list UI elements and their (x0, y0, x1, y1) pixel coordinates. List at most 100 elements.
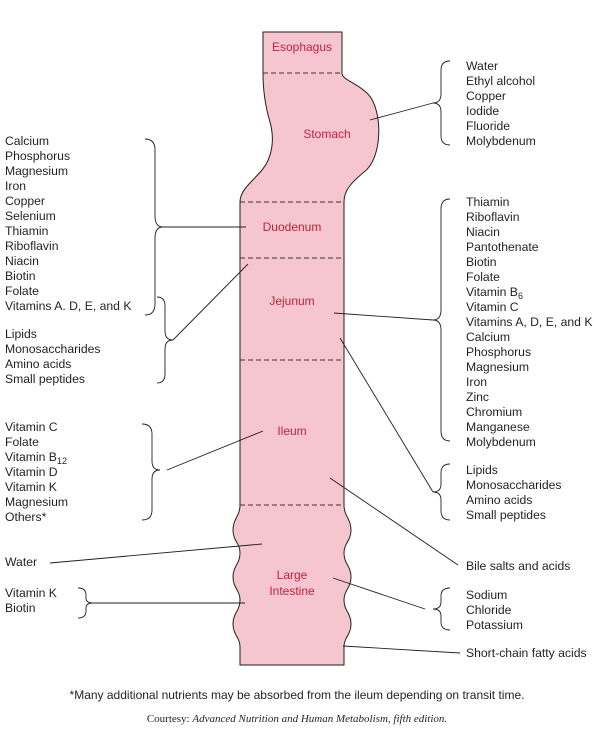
stomach-brace (432, 60, 451, 146)
subscript: 6 (518, 291, 523, 301)
list-item: Folate (5, 284, 39, 298)
courtesy-source-title: Advanced Nutrition and Human Metabolism,… (191, 713, 447, 725)
jejunum-brace (432, 198, 451, 442)
ileum-nutrient-group: Vitamin C Folate Vitamin B12 Vitamin D V… (5, 420, 264, 524)
list-item: Copper (466, 89, 506, 103)
list-item: Iron (466, 375, 487, 389)
list-item: Magnesium (5, 164, 68, 178)
jejunum-macronutrient-list: Lipids Monosaccharides Amino acids Small… (466, 463, 565, 522)
stomach-callout-line (369, 102, 434, 121)
list-item: Iron (5, 179, 26, 193)
list-item: Selenium (5, 209, 56, 223)
large-intestine-vitamin-group: Vitamin K Biotin (5, 586, 245, 619)
list-item: Riboflavin (466, 210, 520, 224)
jejunum-nutrient-group: Thiamin Riboflavin Niacin Pantothenate B… (333, 195, 594, 449)
list-item: Folate (466, 270, 500, 284)
large-intestine-water-callout-line (49, 543, 263, 564)
list-item: Sodium (466, 588, 507, 602)
duodenum-label: Duodenum (263, 220, 322, 234)
duodenum-nutrient-group: Calcium Phosphorus Magnesium Iron Copper… (5, 134, 246, 316)
list-item: Molybdenum (466, 134, 536, 148)
list-item: Biotin (466, 255, 497, 269)
list-item: Vitamin K (5, 480, 57, 494)
large-intestine-label-line1: Large (277, 568, 308, 582)
large-intestine-electrolyte-brace (432, 587, 451, 631)
list-item: Molybdenum (466, 435, 536, 449)
list-item: Fluoride (466, 119, 510, 133)
esophagus-label: Esophagus (272, 40, 332, 54)
list-item: Chromium (466, 405, 522, 419)
proximal-macronutrient-brace (156, 296, 174, 384)
tract-outline (232, 31, 380, 666)
short-chain-text: Short-chain fatty acids (466, 646, 587, 660)
list-item: Lipids (5, 327, 37, 341)
ileum-brace (141, 423, 161, 521)
list-item: Amino acids (466, 493, 532, 507)
large-intestine-electrolyte-callout-line (332, 577, 426, 610)
list-item: Biotin (5, 601, 36, 615)
digestive-tract: Esophagus Stomach Duodenum Jejunum Ileum… (232, 31, 380, 666)
list-item: Iodide (466, 104, 499, 118)
large-intestine-label-line2: Intestine (269, 584, 315, 598)
jejunum-nutrient-list: Thiamin Riboflavin Niacin Pantothenate B… (466, 195, 594, 449)
list-item: Amino acids (5, 357, 71, 371)
jejunum-label: Jejunum (269, 294, 314, 308)
list-item: Calcium (5, 134, 49, 148)
short-chain-callout-line (342, 645, 461, 654)
duodenum-brace (144, 138, 164, 316)
list-item: Thiamin (5, 224, 48, 238)
list-item: Manganese (466, 420, 530, 434)
bile-salts-text: Bile salts and acids (466, 559, 570, 573)
bile-salts-group: Bile salts and acids (329, 477, 570, 573)
list-item: Magnesium (466, 360, 529, 374)
list-item: Vitamin B (5, 450, 57, 464)
jejunum-callout-line (333, 312, 434, 321)
list-item: Others* (5, 510, 47, 524)
list-item: Vitamin K (5, 586, 57, 600)
ileum-nutrient-list: Vitamin C Folate Vitamin B12 Vitamin D V… (5, 420, 71, 524)
list-item: Niacin (466, 225, 500, 239)
ileum-callout-line (166, 430, 264, 471)
jejunum-macronutrient-group: Lipids Monosaccharides Amino acids Small… (339, 337, 565, 522)
list-item: Niacin (5, 254, 39, 268)
list-item: Pantothenate (466, 240, 539, 254)
jejunum-macronutrient-brace (432, 463, 451, 521)
list-item: Small peptides (5, 372, 85, 386)
list-item: Vitamin C (5, 420, 58, 434)
list-item: Lipids (466, 463, 498, 477)
list-item: Copper (5, 194, 45, 208)
list-item: Ethyl alcohol (466, 74, 535, 88)
list-item: Monosaccharides (466, 478, 562, 492)
list-item: Folate (5, 435, 39, 449)
list-item: Vitamin B (466, 285, 518, 299)
list-item: Vitamins A, D, E, and K (466, 315, 592, 329)
stomach-nutrient-list: Water Ethyl alcohol Copper Iodide Fluori… (466, 59, 539, 148)
bile-salts-callout-line (329, 477, 459, 566)
short-chain-group: Short-chain fatty acids (342, 645, 587, 660)
list-item: Magnesium (5, 495, 68, 509)
list-item: Water (466, 59, 498, 73)
ileum-label: Ileum (277, 424, 306, 438)
courtesy-line: Courtesy: Advanced Nutrition and Human M… (147, 713, 447, 725)
list-item: Phosphorus (466, 345, 531, 359)
list-item: Potassium (466, 618, 523, 632)
courtesy-prefix: Courtesy: (147, 713, 193, 725)
stomach-label: Stomach (303, 127, 350, 141)
list-item: Small peptides (466, 508, 546, 522)
footnote: *Many additional nutrients may be absorb… (70, 688, 525, 702)
list-item: Biotin (5, 269, 36, 283)
list-item: Phosphorus (5, 149, 70, 163)
list-item: Calcium (466, 330, 510, 344)
list-item: Vitamin C (466, 300, 519, 314)
large-intestine-vitamin-brace (77, 587, 94, 619)
list-item: Vitamins A. D, E, and K (5, 299, 131, 313)
proximal-macronutrient-group: Lipids Monosaccharides Amino acids Small… (5, 263, 249, 386)
list-item: Riboflavin (5, 239, 59, 253)
jejunum-macronutrient-callout-line (339, 337, 434, 493)
list-item: Chloride (466, 603, 512, 617)
list-item: Zinc (466, 390, 489, 404)
list-item: Vitamin D (5, 465, 58, 479)
large-intestine-water-group: Water (5, 543, 263, 569)
list-item: Thiamin (466, 195, 509, 209)
